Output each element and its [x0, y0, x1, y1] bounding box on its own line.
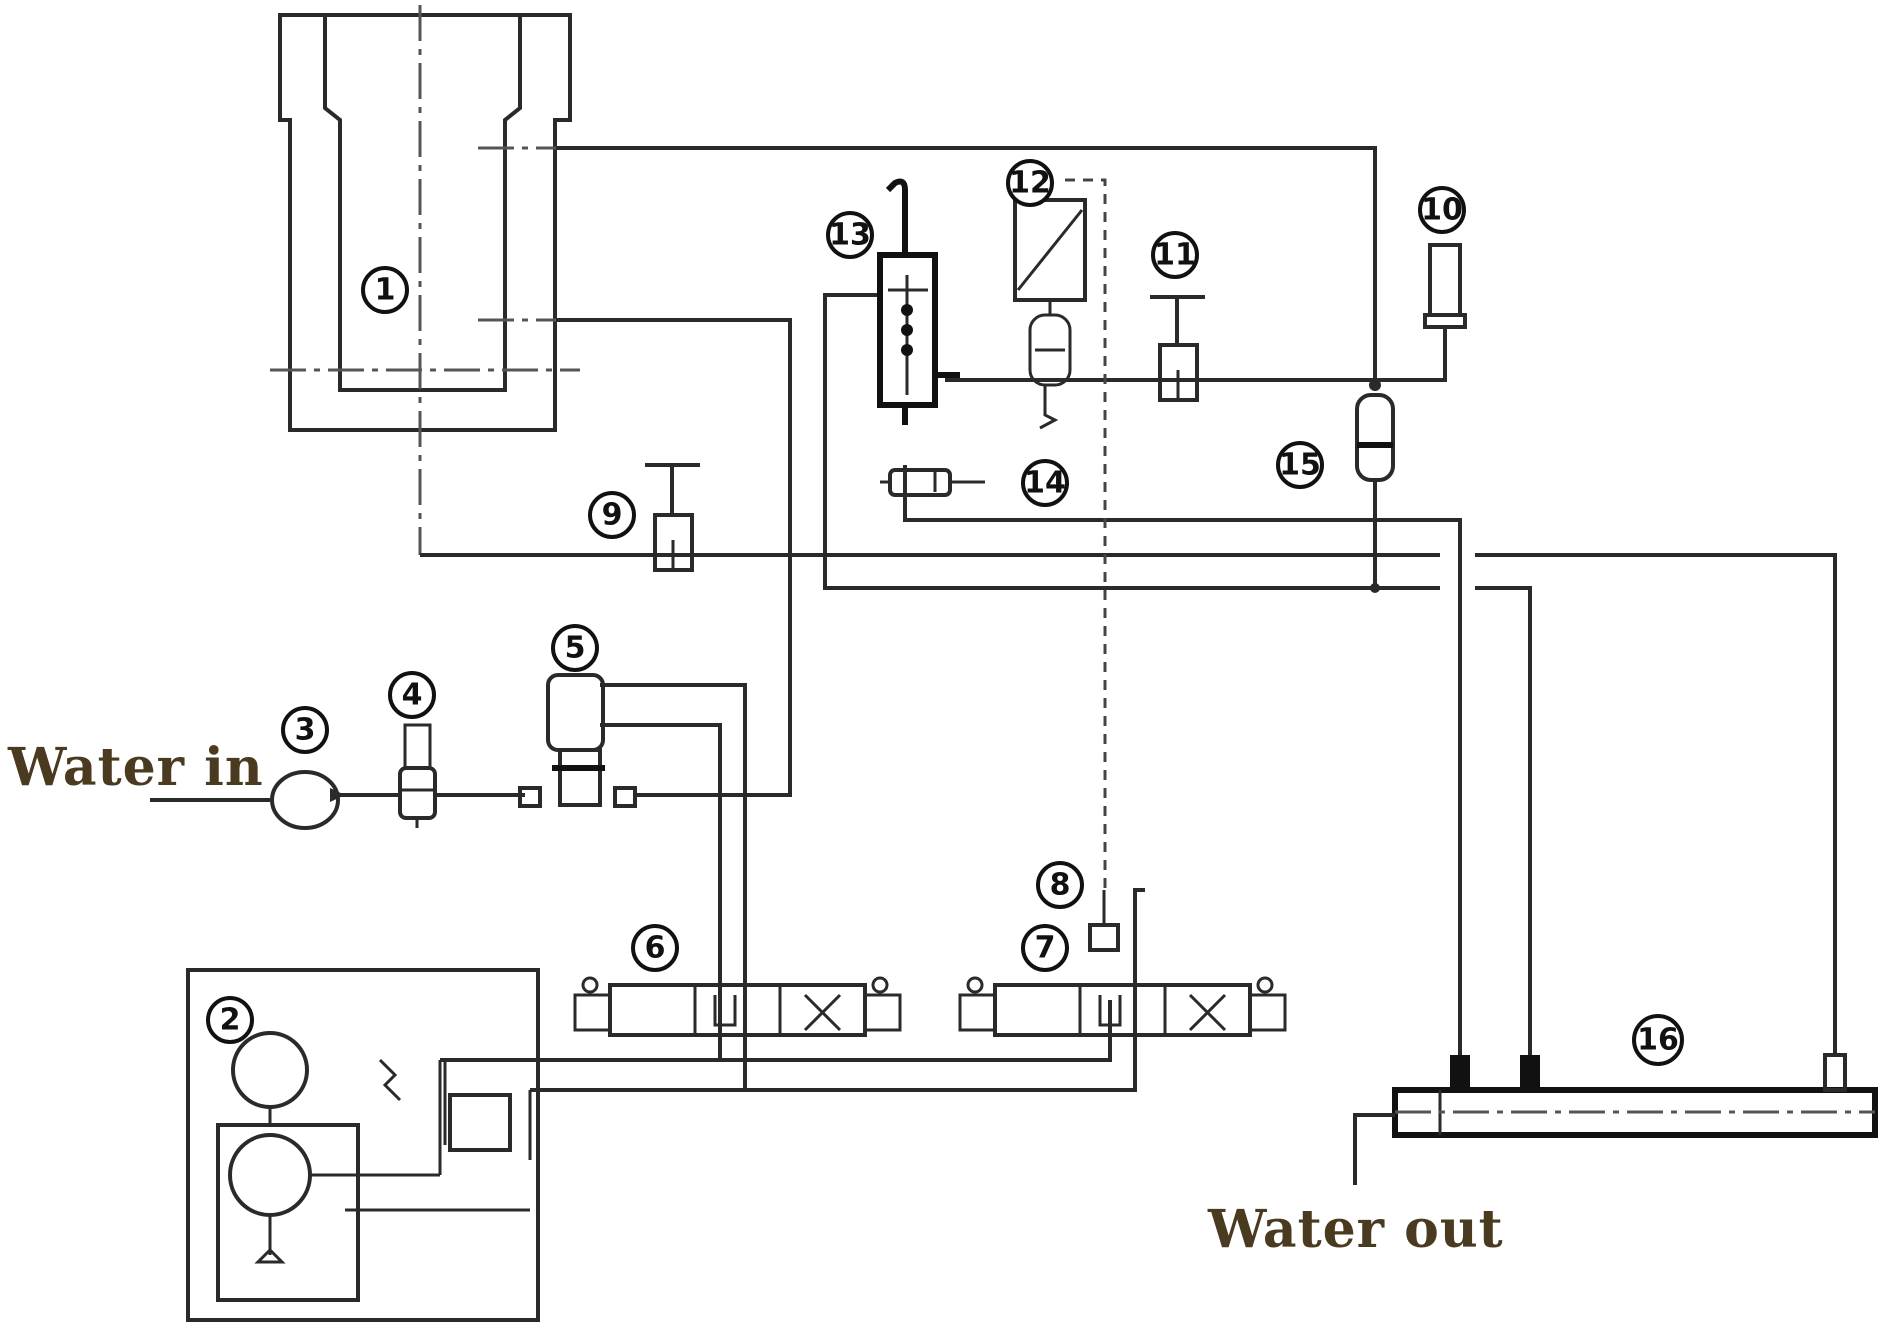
sensor-8 — [1088, 890, 1120, 952]
component-14-number: 14 — [1024, 466, 1066, 501]
directional-valve-7 — [958, 976, 1287, 1037]
water-out-label: Water out — [1207, 1199, 1504, 1260]
inlet-line — [150, 793, 525, 802]
component-15-marker: 15 — [1276, 441, 1324, 489]
component-12-number: 12 — [1009, 166, 1051, 201]
pressure-sensor-12 — [1013, 198, 1087, 430]
component-8-marker: 8 — [1036, 861, 1084, 909]
component-14-marker: 14 — [1021, 459, 1069, 507]
component-6-number: 6 — [645, 931, 666, 966]
component-4-number: 4 — [402, 678, 423, 713]
component-13-number: 13 — [829, 218, 871, 253]
vessel — [270, 5, 580, 555]
solenoid-valve-5 — [518, 673, 637, 808]
filter-15 — [1355, 379, 1395, 593]
component-6-marker: 6 — [631, 924, 679, 972]
shutoff-valve-11 — [1150, 295, 1205, 402]
power-unit-2 — [186, 968, 540, 1322]
component-1-marker: 1 — [361, 266, 409, 314]
water-meter-3 — [270, 770, 345, 830]
component-2-marker: 2 — [206, 996, 254, 1044]
component-15-number: 15 — [1279, 448, 1321, 483]
check-valve-14 — [880, 468, 985, 497]
piping — [420, 146, 1837, 1160]
component-labels: 1 2 3 4 5 6 7 8 9 10 11 12 13 14 15 16 — [206, 159, 1684, 1066]
component-3-number: 3 — [295, 713, 316, 748]
component-10-marker: 10 — [1418, 186, 1466, 234]
component-9-marker: 9 — [588, 491, 636, 539]
component-3-marker: 3 — [281, 706, 329, 754]
component-9-number: 9 — [602, 498, 623, 533]
component-12-marker: 12 — [1006, 159, 1054, 207]
component-10-number: 10 — [1421, 193, 1463, 228]
filter-4 — [398, 723, 437, 828]
component-7-number: 7 — [1035, 931, 1056, 966]
component-1-number: 1 — [375, 273, 396, 308]
component-7-marker: 7 — [1021, 924, 1069, 972]
component-11-number: 11 — [1154, 238, 1196, 273]
component-13-marker: 13 — [826, 211, 874, 259]
cylinder-13 — [877, 178, 960, 425]
component-16-marker: 16 — [1632, 1014, 1684, 1066]
component-5-number: 5 — [565, 631, 586, 666]
component-5-marker: 5 — [551, 624, 599, 672]
water-in-label: Water in — [7, 737, 264, 798]
directional-valve-6 — [573, 976, 902, 1037]
outlet-tank-16 — [1353, 1053, 1878, 1185]
component-8-number: 8 — [1050, 868, 1071, 903]
component-16-number: 16 — [1637, 1023, 1679, 1058]
gauge-10 — [1423, 243, 1467, 329]
component-2-number: 2 — [220, 1003, 241, 1038]
component-4-marker: 4 — [388, 671, 436, 719]
component-11-marker: 11 — [1151, 231, 1199, 279]
needle-valve-9 — [645, 463, 700, 572]
